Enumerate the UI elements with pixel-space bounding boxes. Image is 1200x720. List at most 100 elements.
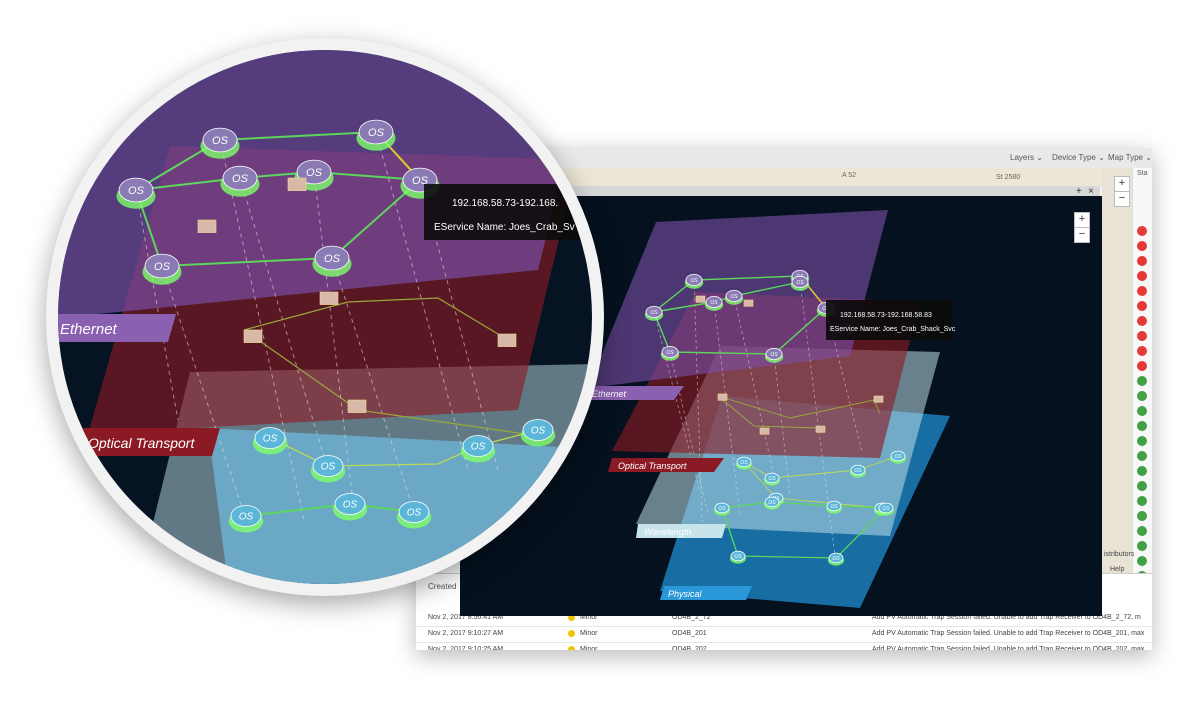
magnified-lower-node-6[interactable]: OS	[396, 501, 432, 529]
help-link[interactable]: Help	[1110, 566, 1125, 573]
magnified-lower-node-2[interactable]: OS	[460, 435, 496, 463]
viewer-ethernet-node-3[interactable]: OS	[704, 296, 724, 311]
map-zoom-in-button[interactable]: +	[1114, 176, 1130, 192]
alert-status-icon[interactable]	[1137, 316, 1147, 326]
viewer-lower-node-1[interactable]: OS	[763, 472, 781, 486]
event-message: Add PV Automatic Trap Session failed. Un…	[872, 646, 1145, 650]
window-plus-button[interactable]: +	[1076, 186, 1082, 197]
alert-status-icon[interactable]	[1137, 226, 1147, 236]
magnified-ethernet-node-6[interactable]: OS	[142, 253, 182, 285]
alert-status-icon[interactable]	[1137, 271, 1147, 281]
viewer-canvas[interactable]: OSOSOSOSOSOSOSOSOSOSOSOSOSOSOSOSOSOSOSOS…	[460, 196, 1102, 616]
alert-status-icon[interactable]	[1137, 331, 1147, 341]
event-device: OD4B_2_72	[672, 614, 711, 621]
viewer-lower-node-8[interactable]: OS	[825, 500, 843, 514]
magnified-device-5[interactable]	[347, 399, 367, 413]
event-message: Add PV Automatic Trap Session failed. Un…	[872, 630, 1145, 637]
viewer-ethernet-node-5-label: OS	[796, 280, 804, 286]
service-tooltip: 192.168.58.73-192.168.58.83 EService Nam…	[826, 300, 956, 340]
ok-status-icon[interactable]	[1137, 466, 1147, 476]
viewer-device-2[interactable]	[717, 393, 728, 401]
magnified-lower-node-4[interactable]: OS	[228, 505, 264, 533]
magnified-lower-node-0[interactable]: OS	[252, 427, 288, 455]
magnified-lower-node-5[interactable]: OS	[332, 493, 368, 521]
viewer-ethernet-node-8[interactable]: OS	[764, 347, 784, 363]
device-type-menu[interactable]: Device Type ⌄	[1052, 153, 1105, 162]
magnified-ethernet-node-7[interactable]: OS	[312, 245, 352, 277]
viewer-device-1[interactable]	[743, 299, 754, 307]
alert-status-icon[interactable]	[1137, 361, 1147, 371]
created-column-header[interactable]: Created	[428, 582, 457, 591]
magnified-device-2[interactable]	[243, 329, 263, 343]
map-zoom-out-button[interactable]: −	[1114, 191, 1130, 207]
window-close-button[interactable]: ×	[1088, 186, 1094, 197]
map-type-menu[interactable]: Map Type ⌄	[1108, 153, 1152, 162]
magnified-device-0[interactable]	[197, 219, 217, 233]
magnified-ethernet-node-2[interactable]: OS	[116, 177, 156, 209]
magnified-device-3[interactable]	[319, 291, 339, 305]
magnified-ethernet-node-3[interactable]: OS	[220, 165, 260, 197]
magnified-label-ethernet-text: Ethernet	[60, 321, 118, 338]
magnified-device-1[interactable]	[287, 177, 307, 191]
ok-status-icon[interactable]	[1137, 451, 1147, 461]
alert-status-icon[interactable]	[1137, 346, 1147, 356]
viewer-lower-node-6-label: OS	[718, 506, 726, 512]
ok-status-icon[interactable]	[1137, 481, 1147, 491]
viewer-device-4[interactable]	[815, 425, 826, 433]
layers-menu[interactable]: Layers ⌄	[1010, 153, 1043, 162]
magnified-lower-node-1[interactable]: OS	[310, 455, 346, 483]
viewer-lower-node-0[interactable]: OS	[735, 456, 753, 470]
viewer-device-5[interactable]	[759, 427, 770, 435]
alert-status-icon[interactable]	[1137, 301, 1147, 311]
viewer-device-3[interactable]	[873, 395, 884, 403]
viewer-lower-node-7[interactable]: OS	[763, 496, 781, 510]
alert-status-icon[interactable]	[1137, 286, 1147, 296]
distributors-label: istributors	[1104, 551, 1135, 558]
minor-severity-icon	[568, 614, 575, 621]
viewer-ethernet-node-7[interactable]: OS	[660, 345, 680, 361]
magnified-wavelength-links	[269, 429, 539, 467]
viewer-lower-node-11[interactable]: OS	[827, 552, 845, 566]
ok-status-icon[interactable]	[1137, 436, 1147, 446]
ok-status-icon[interactable]	[1137, 511, 1147, 521]
magnified-ethernet-node-1[interactable]: OS	[356, 119, 396, 151]
viewer-device-0[interactable]	[695, 295, 706, 303]
magnified-ethernet-node-0-label: OS	[212, 135, 229, 147]
alert-status-icon[interactable]	[1137, 256, 1147, 266]
ok-status-icon[interactable]	[1137, 376, 1147, 386]
viewer-zoom-in-button[interactable]: +	[1074, 212, 1090, 228]
tooltip-service-text: EService Name: Joes_Crab_Shack_Svc	[830, 326, 956, 333]
viewer-ethernet-node-4[interactable]: OS	[724, 290, 744, 305]
optical-link-group	[717, 395, 881, 429]
viewer-ethernet-node-4-label: OS	[730, 294, 738, 300]
ok-status-icon[interactable]	[1137, 556, 1147, 566]
ok-status-icon[interactable]	[1137, 391, 1147, 401]
viewer-ethernet-node-2[interactable]: OS	[644, 306, 664, 321]
ok-status-icon[interactable]	[1137, 406, 1147, 416]
viewer-lower-node-2-label: OS	[854, 468, 862, 474]
viewer-lower-node-10[interactable]: OS	[729, 550, 747, 564]
event-message: Add PV Automatic Trap Session failed. Un…	[872, 614, 1141, 621]
viewer-ethernet-node-5[interactable]: OS	[790, 276, 810, 291]
event-time: Nov 2, 2017 8:56:41 AM	[428, 614, 504, 621]
viewer-lower-node-9[interactable]: OS	[877, 502, 895, 516]
viewer-lower-node-3[interactable]: OS	[889, 450, 907, 464]
ok-status-icon[interactable]	[1137, 421, 1147, 431]
viewer-zoom-out-button[interactable]: −	[1074, 227, 1090, 243]
magnified-lower-node-3-label: OS	[531, 426, 546, 437]
ok-status-icon[interactable]	[1137, 496, 1147, 506]
viewer-lower-node-6[interactable]: OS	[713, 502, 731, 516]
magnified-device-4[interactable]	[497, 333, 517, 347]
viewer-ethernet-node-0[interactable]: OS	[684, 274, 704, 289]
magnified-ethernet-node-0[interactable]: OS	[200, 127, 240, 159]
viewer-lower-node-2[interactable]: OS	[849, 464, 867, 478]
alert-status-icon[interactable]	[1137, 241, 1147, 251]
ok-status-icon[interactable]	[1137, 541, 1147, 551]
magnified-lower-node-3[interactable]: OS	[520, 419, 556, 447]
magnified-tooltip-service: EService Name: Joes_Crab_Sv	[434, 222, 575, 233]
ok-status-icon[interactable]	[1137, 526, 1147, 536]
status-column: Sta	[1132, 168, 1152, 588]
